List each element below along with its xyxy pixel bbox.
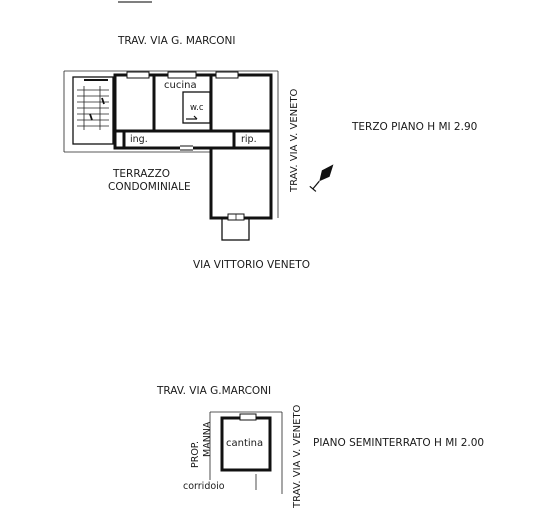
third-floor-street-right: TRAV. VIA V. VENETO <box>289 88 300 193</box>
basement-street-top: TRAV. VIA G.MARCONI <box>156 385 271 397</box>
south-room <box>209 146 273 241</box>
room-label-storage: rip. <box>241 134 257 145</box>
apartment-walls <box>113 71 273 151</box>
room-label-entrance: ing. <box>130 134 148 145</box>
third-floor-street-bottom: VIA VITTORIO VENETO <box>193 259 310 271</box>
room-label-wc: w.c <box>190 103 204 113</box>
basement-plan: TRAV. VIA G.MARCONI cantina PROP. MANNA … <box>156 385 484 509</box>
stairwell <box>72 76 114 145</box>
corridor-label: corridoio <box>183 481 225 492</box>
third-floor-plan: TRAV. VIA G. MARCONI <box>63 35 477 271</box>
basement-street-right: TRAV. VIA V. VENETO <box>292 404 303 509</box>
basement-floor-label: PIANO SEMINTERRATO H MI 2.00 <box>313 437 484 449</box>
north-arrow-icon <box>309 164 334 192</box>
neighbor-label-line2: MANNA <box>202 421 213 457</box>
terrace-label-line1: TERRAZZO <box>112 168 170 180</box>
third-floor-street-top: TRAV. VIA G. MARCONI <box>117 35 235 47</box>
third-floor-label: TERZO PIANO H MI 2.90 <box>351 121 477 133</box>
neighbor-label-line1: PROP. <box>190 441 201 468</box>
room-label-cellar: cantina <box>226 438 263 449</box>
terrace-label-line2: CONDOMINIALE <box>108 181 191 193</box>
room-label-kitchen: cucina <box>164 80 197 91</box>
